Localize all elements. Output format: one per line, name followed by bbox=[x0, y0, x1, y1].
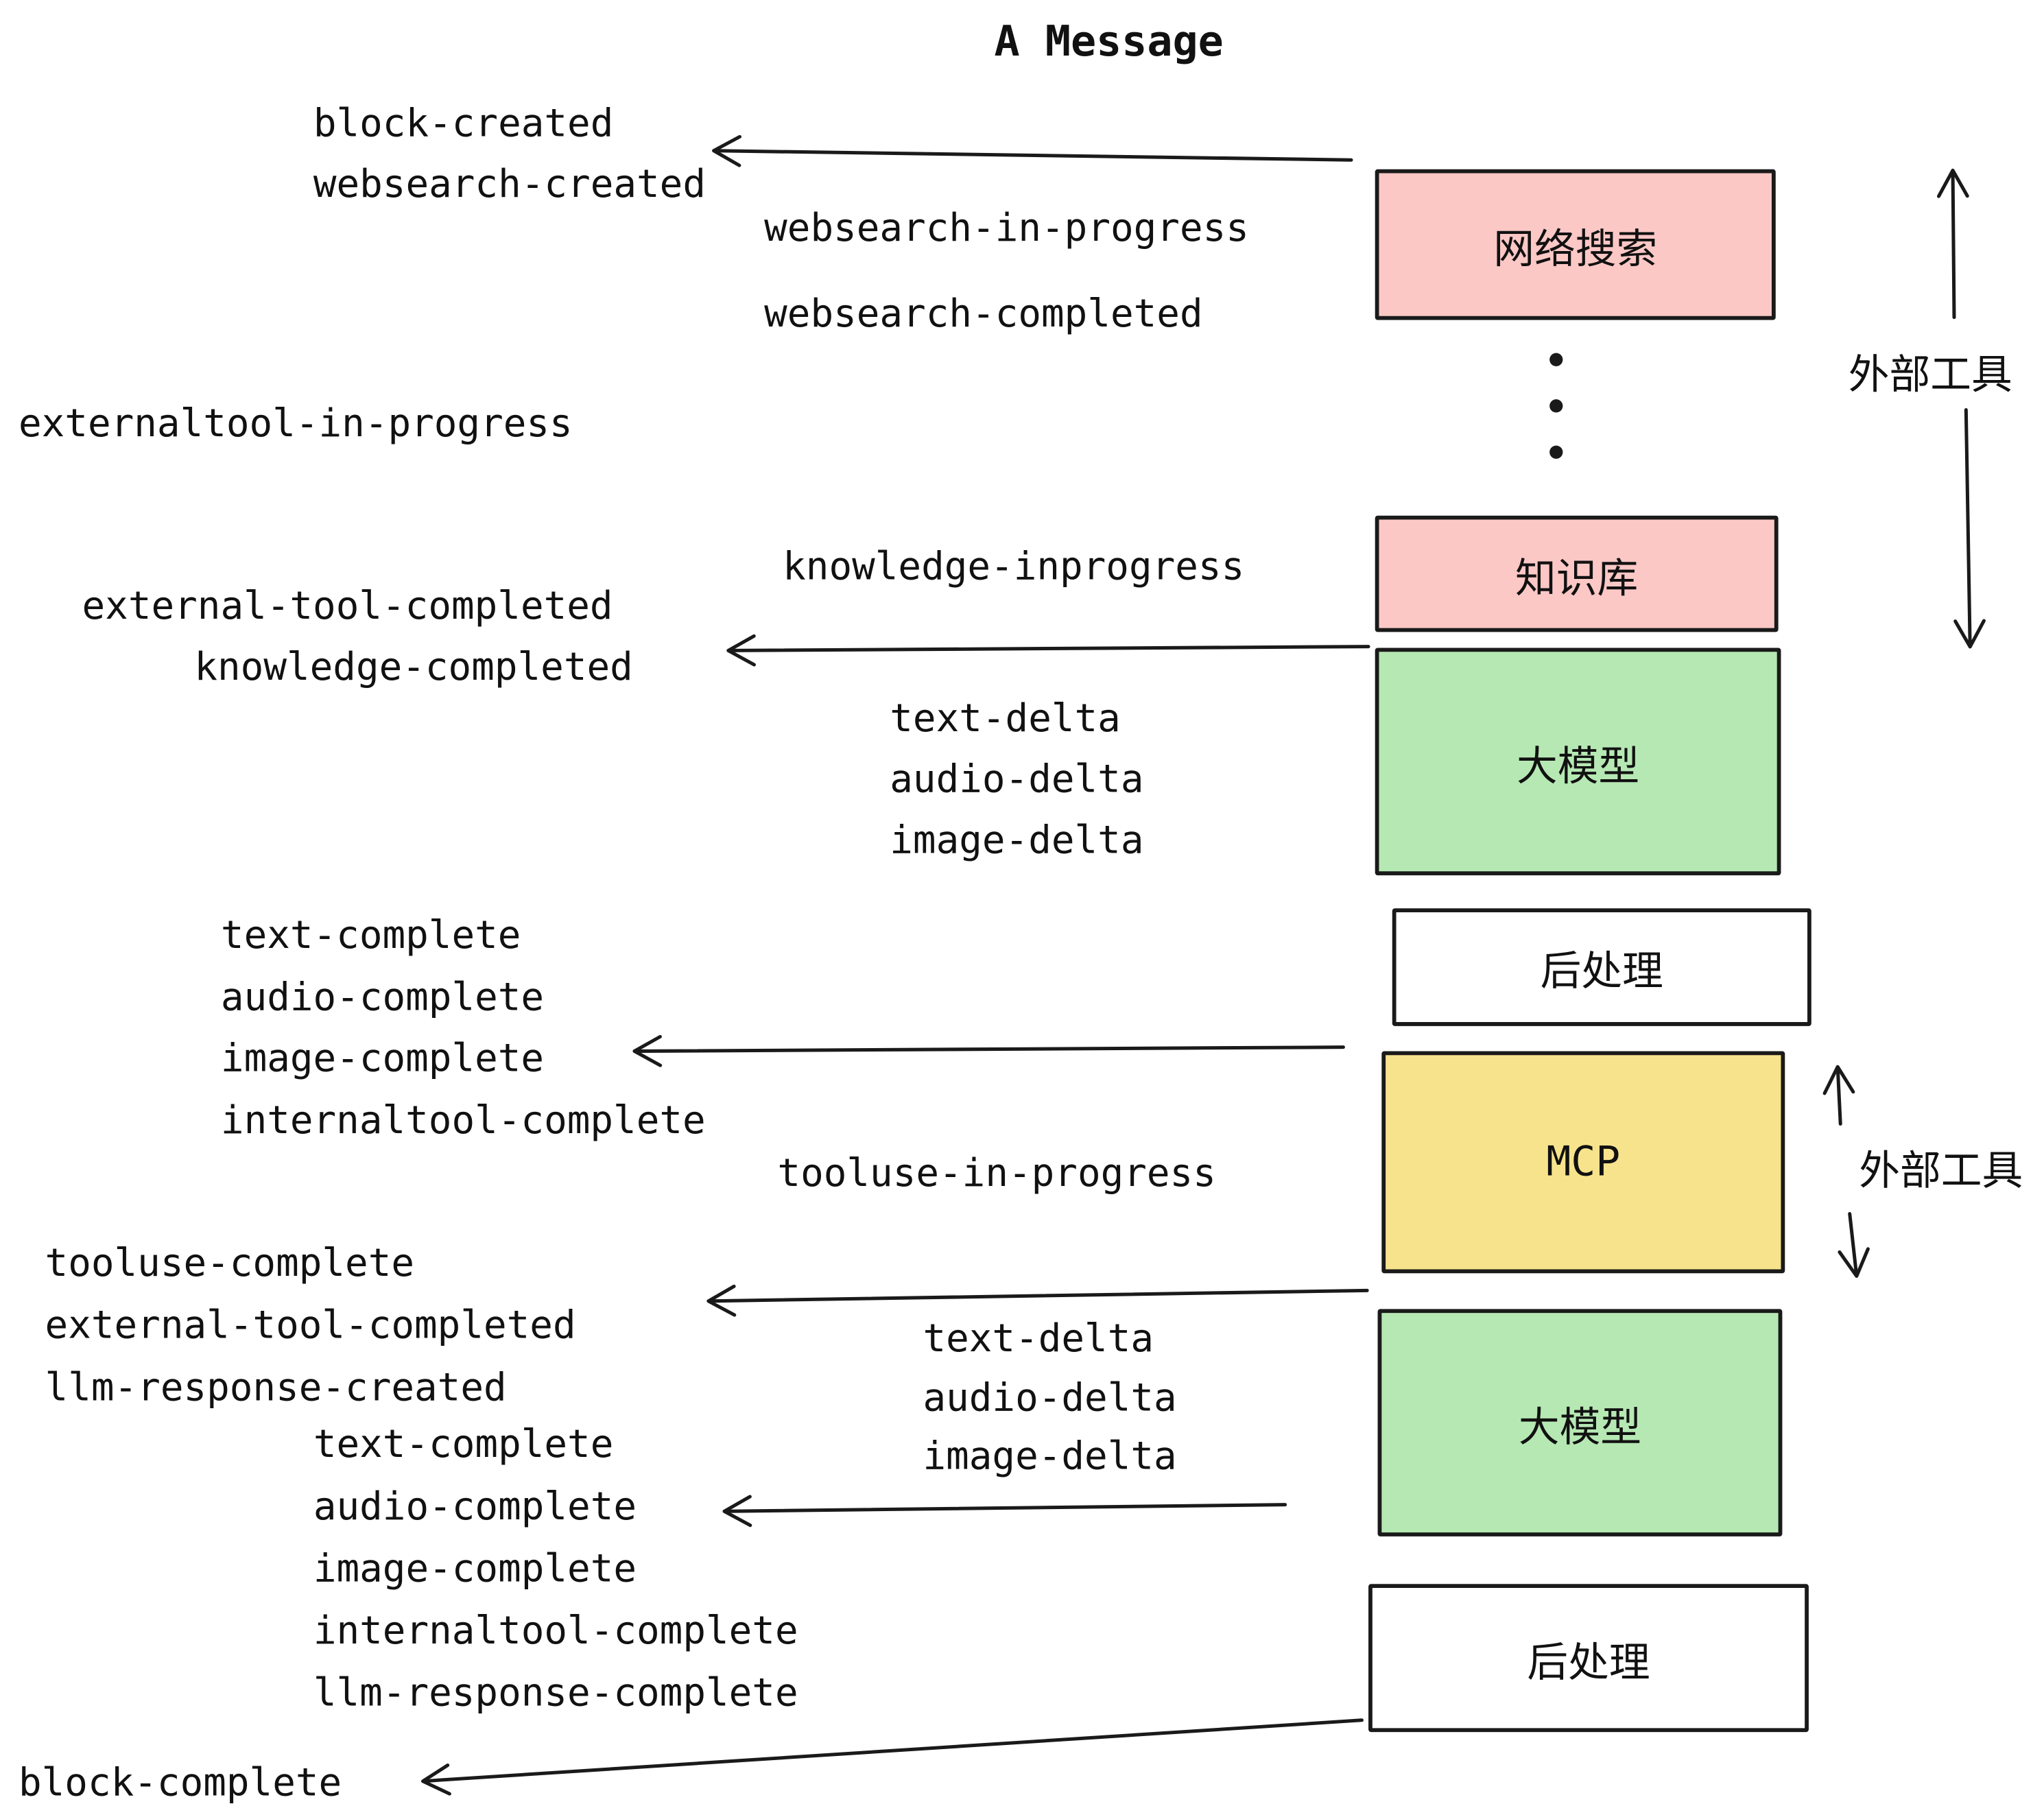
event-websearch-completed: websearch-completed bbox=[764, 291, 1203, 336]
event-external-tool-completed-2: external-tool-completed bbox=[45, 1302, 576, 1348]
arrow-mcp-to-tooluse-complete bbox=[706, 1284, 1369, 1317]
event-image-complete-2: image-complete bbox=[313, 1545, 637, 1591]
annotation-external-tools-1: 外部工具 bbox=[1848, 351, 2012, 400]
event-block-created: block-created bbox=[313, 100, 614, 146]
event-tooluse-in-progress: tooluse-in-progress bbox=[777, 1150, 1216, 1196]
arrow-external-tools-1-down bbox=[1953, 408, 1986, 649]
ellipsis-dots bbox=[1549, 353, 1563, 459]
event-websearch-in-progress: websearch-in-progress bbox=[764, 204, 1249, 250]
event-knowledge-inprogress: knowledge-inprogress bbox=[783, 543, 1245, 589]
event-text-delta-2: text-delta bbox=[923, 1315, 1154, 1361]
arrow-external-tools-1-up bbox=[1936, 168, 1969, 320]
box-knowledge: 知识库 bbox=[1375, 515, 1779, 632]
box-postprocess-1: 后处理 bbox=[1392, 908, 1811, 1026]
arrow-websearch-to-created bbox=[712, 134, 1353, 167]
arrow-llm2-to-complete bbox=[722, 1495, 1287, 1528]
event-internaltool-complete-1: internaltool-complete bbox=[220, 1097, 706, 1143]
event-image-delta-2: image-delta bbox=[923, 1433, 1177, 1479]
arrow-post2-to-block-complete bbox=[421, 1718, 1364, 1796]
box-postprocess-2: 后处理 bbox=[1368, 1584, 1809, 1733]
event-audio-complete-1: audio-complete bbox=[220, 974, 545, 1020]
event-image-delta-1: image-delta bbox=[890, 817, 1144, 862]
event-image-complete-1: image-complete bbox=[220, 1035, 545, 1080]
event-websearch-created: websearch-created bbox=[313, 161, 706, 206]
arrow-knowledge-to-completed bbox=[726, 634, 1370, 667]
diagram-title: A Message bbox=[994, 16, 1224, 67]
box-websearch: 网络搜索 bbox=[1375, 169, 1776, 320]
event-text-delta-1: text-delta bbox=[890, 695, 1121, 741]
event-external-tool-completed: external-tool-completed bbox=[82, 583, 613, 628]
annotation-external-tools-2: 外部工具 bbox=[1859, 1148, 2023, 1196]
event-tooluse-complete: tooluse-complete bbox=[45, 1240, 415, 1285]
event-audio-delta-1: audio-delta bbox=[890, 756, 1144, 802]
ellipsis-dot bbox=[1549, 445, 1563, 459]
box-mcp: MCP bbox=[1381, 1051, 1785, 1274]
event-text-complete-1: text-complete bbox=[220, 912, 521, 958]
event-internaltool-complete-2: internaltool-complete bbox=[313, 1607, 798, 1653]
ellipsis-dot bbox=[1549, 399, 1563, 413]
ellipsis-dot bbox=[1549, 353, 1563, 366]
box-llm-2: 大模型 bbox=[1377, 1309, 1783, 1536]
arrow-post1-to-complete bbox=[632, 1034, 1345, 1067]
event-audio-complete-2: audio-complete bbox=[313, 1483, 637, 1529]
box-llm-1: 大模型 bbox=[1375, 648, 1781, 876]
event-text-complete-2: text-complete bbox=[313, 1421, 614, 1467]
event-llm-response-complete: llm-response-complete bbox=[313, 1670, 798, 1716]
arrow-external-tools-2-down bbox=[1838, 1212, 1870, 1278]
event-block-complete: block-complete bbox=[18, 1759, 342, 1804]
event-audio-delta-2: audio-delta bbox=[923, 1375, 1177, 1421]
arrow-external-tools-2-up bbox=[1822, 1065, 1855, 1126]
event-knowledge-completed: knowledge-completed bbox=[194, 643, 633, 689]
event-externaltool-in-progress: externaltool-in-progress bbox=[18, 401, 573, 446]
event-llm-response-created: llm-response-created bbox=[45, 1364, 507, 1410]
